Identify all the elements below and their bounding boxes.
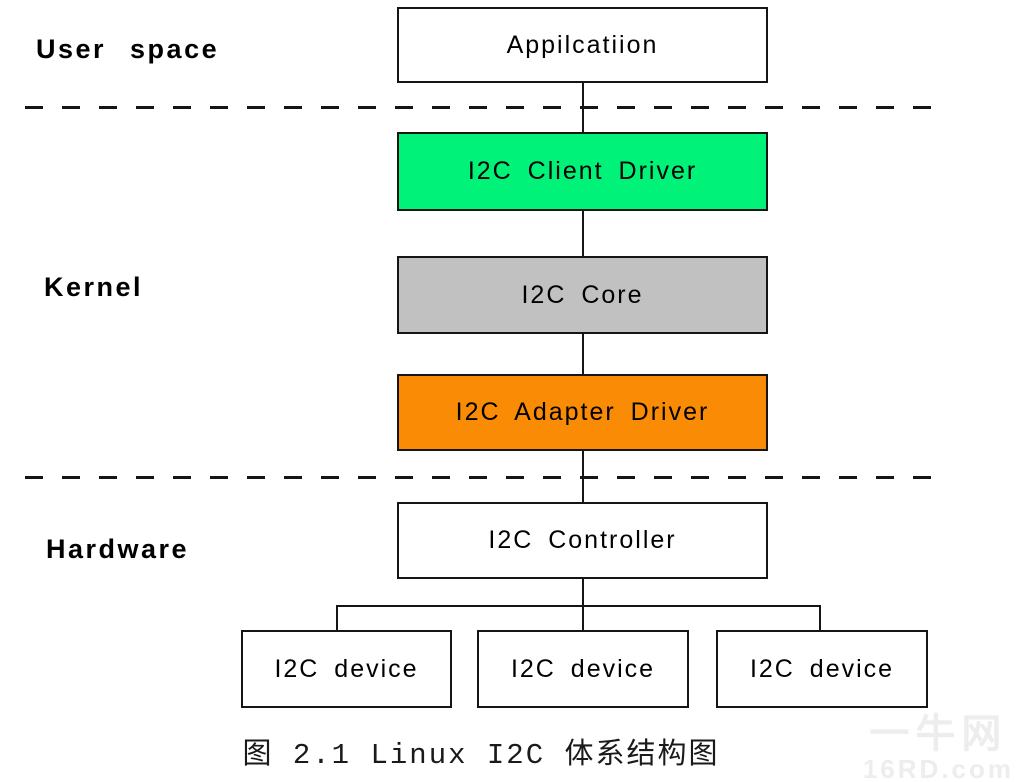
layer-label-user-space: User space [36,34,220,64]
connector-adapterdriver-controller [582,451,584,502]
box-i2c-device-3: I2C device [716,630,928,708]
figure-caption: 图 2.1 Linux I2C 体系结构图 [242,739,720,772]
connector-branch-left-stub [336,605,338,630]
watermark-domain-text: 16RD.com [862,754,1014,782]
connector-application-clientdriver [582,83,584,132]
connector-core-adapterdriver [582,334,584,374]
connector-clientdriver-core [582,211,584,256]
box-i2c-controller: I2C Controller [397,502,768,579]
box-i2c-device-1: I2C device [241,630,452,708]
connector-branch-right-stub [819,605,821,630]
watermark: 一牛网 16RD.com [863,714,1014,782]
dashed-separator-userspace-kernel [25,106,933,109]
box-i2c-device-2: I2C device [477,630,689,708]
box-application: Appilcatiion [397,7,768,83]
box-i2c-client-driver: I2C Client Driver [397,132,768,211]
watermark-logo-text: 一牛网 [869,712,1008,756]
dashed-separator-kernel-hardware [25,476,933,479]
box-i2c-adapter-driver: I2C Adapter Driver [397,374,768,451]
box-i2c-core: I2C Core [397,256,768,334]
layer-label-hardware: Hardware [46,534,190,564]
connector-controller-branch [582,579,584,630]
layer-label-kernel: Kernel [44,272,144,302]
connector-branch-horizontal [336,605,821,607]
